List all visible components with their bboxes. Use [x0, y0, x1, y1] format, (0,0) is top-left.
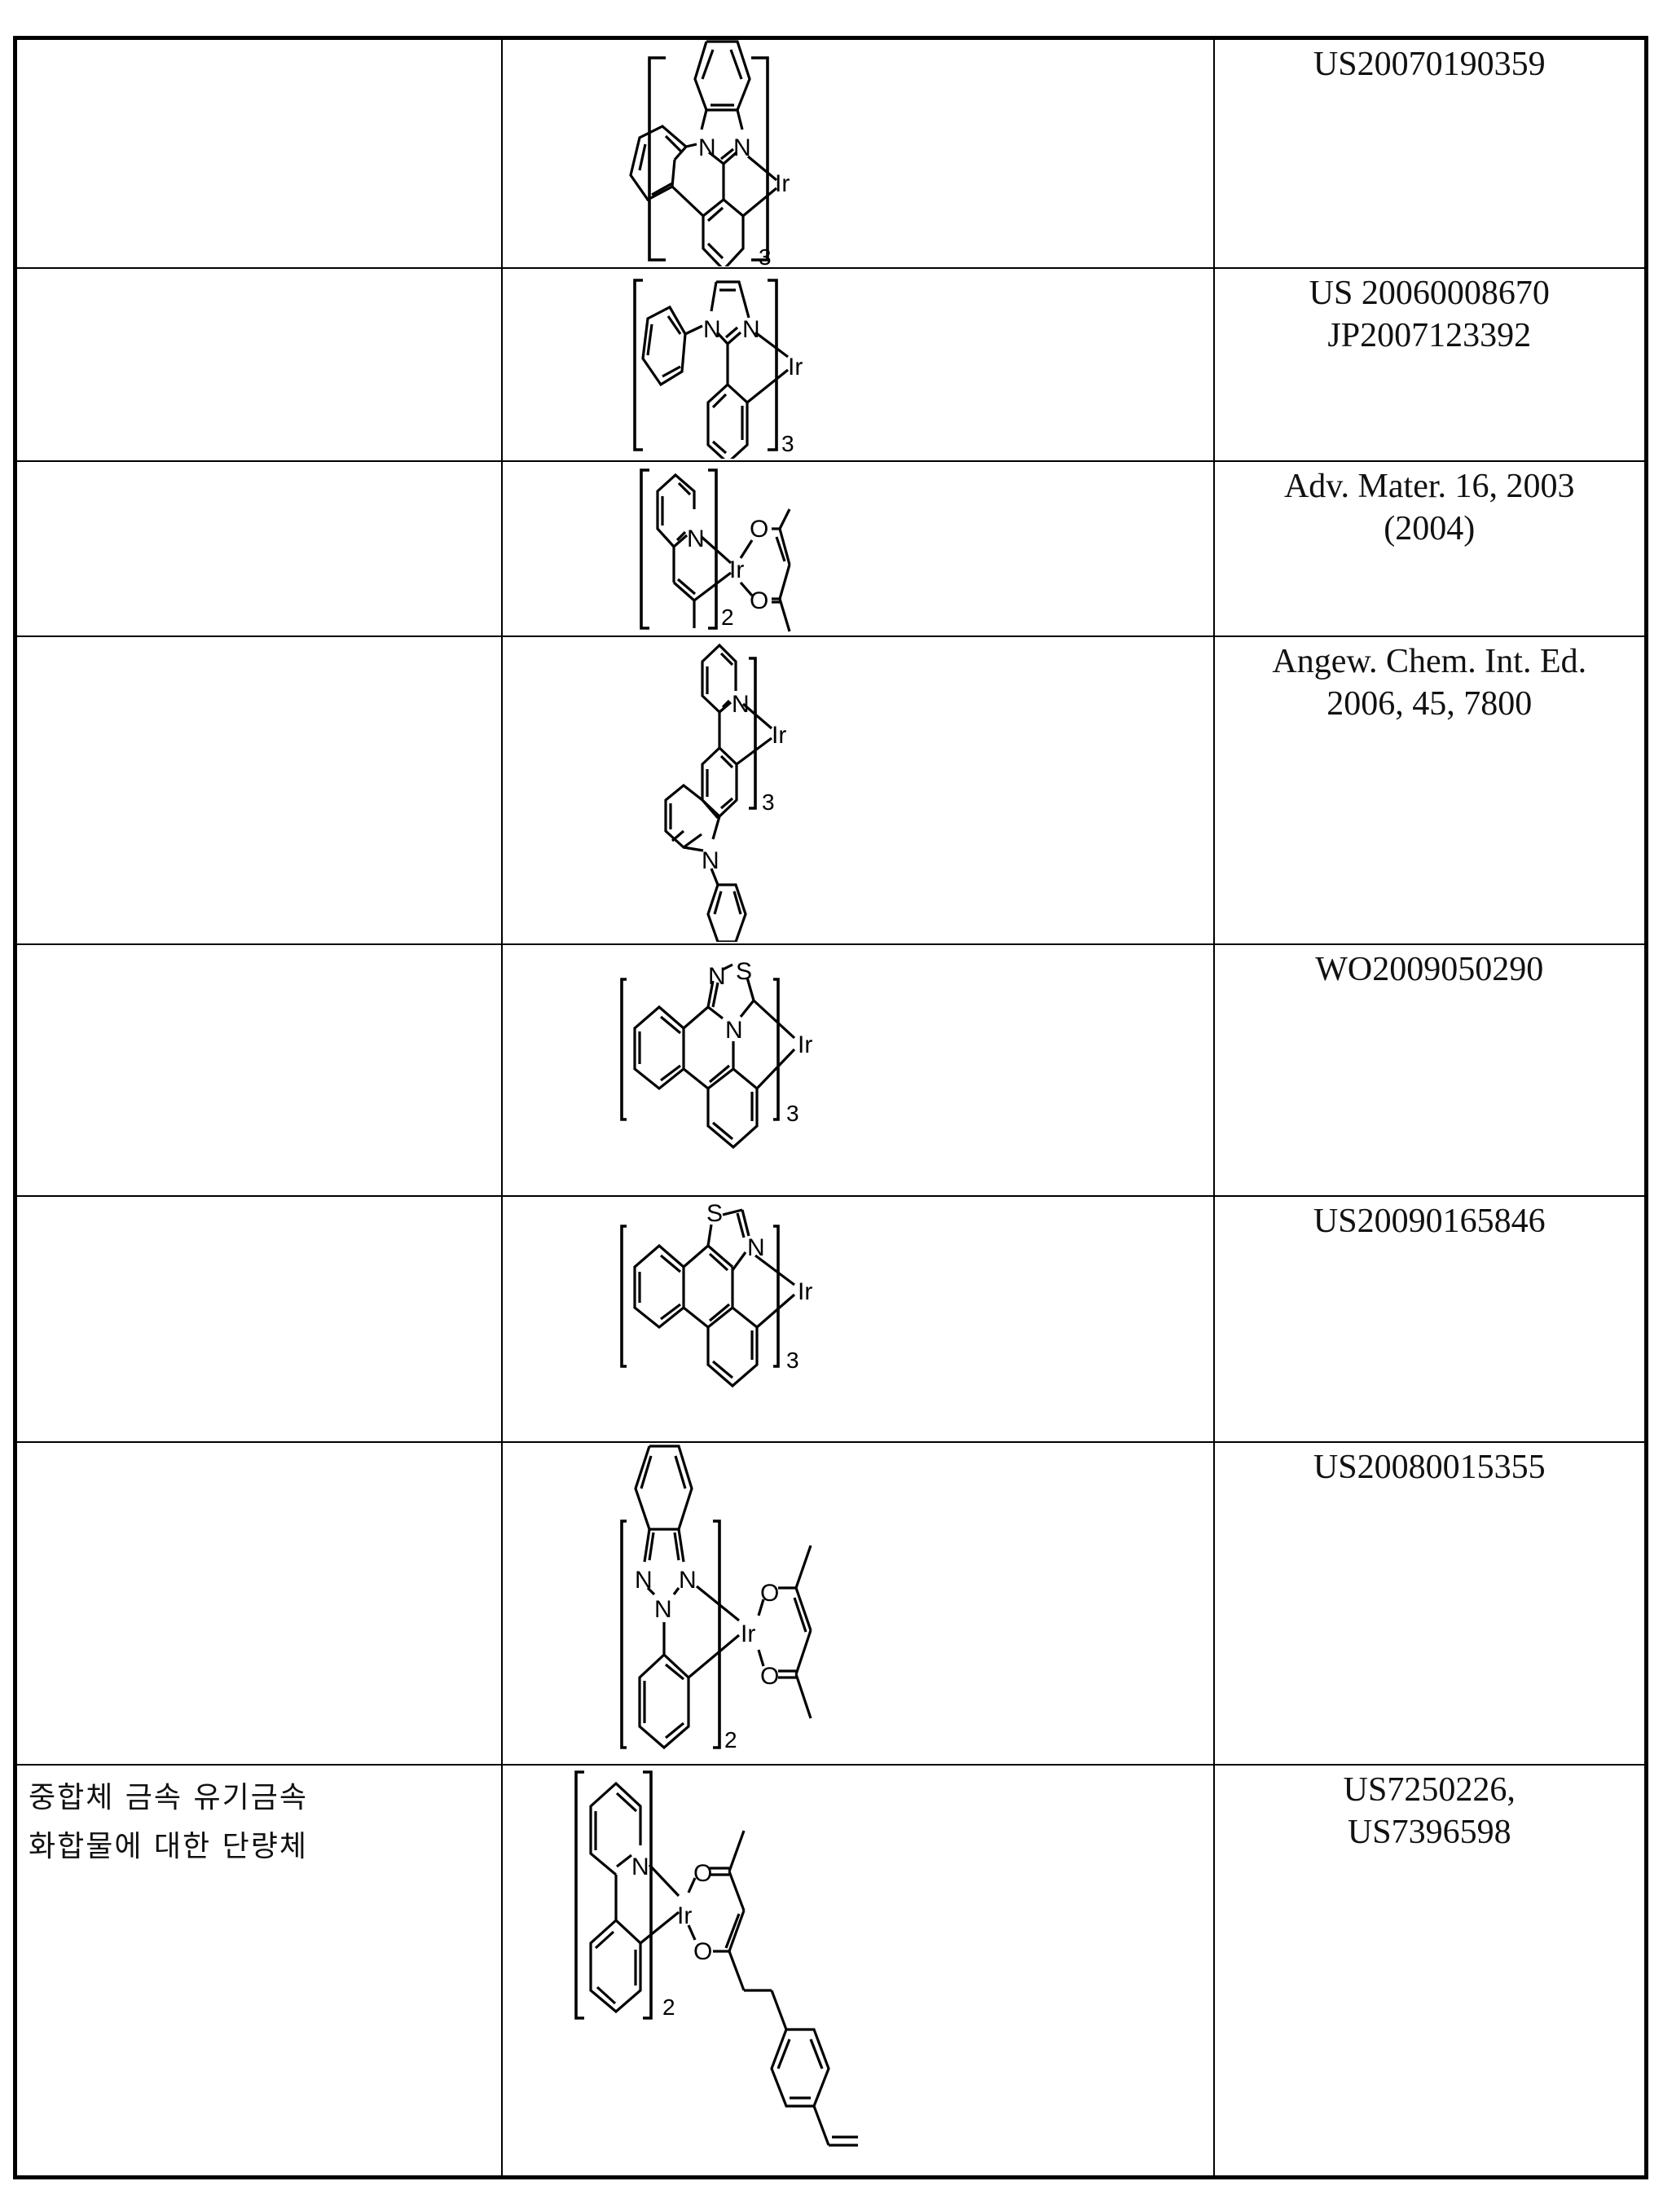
reference-text: US 20060008670: [1309, 274, 1550, 312]
category-cell: 중합체 금속 유기금속 화합물에 대한 단량체: [14, 1763, 503, 2179]
structure-cell: N N Ir 3: [500, 635, 1215, 945]
category-cell: [14, 1440, 503, 1766]
oxygen-label: O: [760, 1663, 779, 1690]
iridium-label: Ir: [788, 354, 803, 380]
reference-text: US20090165846: [1313, 1202, 1546, 1240]
nitrogen-label: N: [732, 691, 750, 718]
nitrogen-label: N: [702, 847, 719, 874]
category-text: 중합체 금속 유기금속: [29, 1780, 308, 1814]
reference-cell: Angew. Chem. Int. Ed. 2006, 45, 7800: [1212, 635, 1648, 945]
subscript-label: 2: [662, 1994, 675, 2020]
structure-cell: N Ir O O 2: [500, 460, 1215, 637]
reference-text: US20080015355: [1313, 1448, 1546, 1486]
chemical-structure-5: N S N Ir 3: [619, 958, 812, 1149]
chemical-structure-1: N N Ir 3: [628, 40, 790, 266]
reference-text: WO2009050290: [1315, 950, 1544, 988]
table-row: N N Ir 3 US 20060008670 JP2007123392: [14, 266, 1648, 462]
structure-cell: N N N Ir O O 2: [500, 1440, 1215, 1766]
structure-cell: N N Ir 3: [500, 266, 1215, 462]
iridium-label: Ir: [741, 1621, 755, 1647]
reference-cell: Adv. Mater. 16, 2003 (2004): [1212, 460, 1648, 637]
table-row: N N N Ir O O 2 US20080015355: [14, 1440, 1648, 1766]
nitrogen-label: N: [679, 1567, 697, 1594]
chemical-structure-8: N Ir O O 2: [574, 1770, 858, 2147]
chemical-structure-3: N Ir O O 2: [639, 468, 791, 631]
structure-cell: N S N Ir 3: [500, 943, 1215, 1197]
reference-text: US7250226,: [1343, 1770, 1516, 1809]
iridium-label: Ir: [772, 722, 786, 749]
chemical-structure-6: S N Ir 3: [619, 1200, 812, 1387]
reference-cell: US 20060008670 JP2007123392: [1212, 266, 1648, 462]
chemical-structure-4: N N Ir 3: [663, 643, 786, 942]
category-text: 화합물에 대한 단량체: [29, 1829, 308, 1863]
iridium-label: Ir: [798, 1278, 812, 1305]
table-row: N Ir O O 2 Adv. Mater. 16, 2003 (2004): [14, 460, 1648, 637]
oxygen-label: O: [750, 516, 768, 543]
iridium-label: Ir: [677, 1902, 692, 1929]
sulfur-label: S: [736, 958, 752, 985]
structure-cell: N Ir O O 2: [500, 1763, 1215, 2179]
category-cell: [14, 266, 503, 462]
reference-cell: US20080015355: [1212, 1440, 1648, 1766]
subscript-label: 3: [786, 1101, 799, 1126]
reference-cell: US20090165846: [1212, 1194, 1648, 1443]
reference-cell: US20070190359: [1212, 37, 1648, 269]
oxygen-label: O: [693, 1860, 712, 1887]
nitrogen-label: N: [742, 316, 760, 343]
category-cell: [14, 460, 503, 637]
reference-text: JP2007123392: [1327, 316, 1532, 354]
category-cell: [14, 635, 503, 945]
subscript-label: 3: [762, 789, 775, 815]
chemical-structure-7: N N N Ir O O 2: [619, 1444, 812, 1752]
reference-text: Adv. Mater. 16, 2003: [1283, 467, 1575, 505]
nitrogen-label: N: [654, 1596, 672, 1623]
table-row: 중합체 금속 유기금속 화합물에 대한 단량체: [14, 1763, 1648, 2179]
nitrogen-label: N: [631, 1854, 649, 1880]
oxygen-label: O: [693, 1938, 712, 1965]
oxygen-label: O: [760, 1580, 779, 1607]
table-row: N S N Ir 3 WO2009050290: [14, 943, 1648, 1197]
nitrogen-label: N: [703, 316, 721, 343]
subscript-label: 2: [721, 605, 734, 630]
oxygen-label: O: [750, 587, 768, 614]
structure-cell: S N Ir 3: [500, 1194, 1215, 1443]
nitrogen-label: N: [687, 526, 705, 552]
nitrogen-label: N: [708, 963, 726, 990]
table-row: N N Ir 3 US20070190359: [14, 37, 1648, 269]
reference-text: 2006, 45, 7800: [1326, 684, 1533, 723]
reference-text: (2004): [1384, 509, 1476, 548]
category-cell: [14, 943, 503, 1197]
reference-text: US7396598: [1347, 1813, 1511, 1851]
nitrogen-label: N: [698, 134, 716, 161]
subscript-label: 2: [724, 1727, 737, 1752]
nitrogen-label: N: [747, 1234, 765, 1261]
chemical-structure-2: N N Ir 3: [632, 278, 803, 459]
reference-text: US20070190359: [1313, 46, 1546, 83]
iridium-label: Ir: [729, 556, 744, 583]
nitrogen-label: N: [725, 1017, 743, 1044]
reference-cell: US7250226, US7396598: [1212, 1763, 1648, 2179]
structure-cell: N N Ir 3: [500, 37, 1215, 269]
category-cell: [14, 37, 503, 269]
sulfur-label: S: [706, 1200, 723, 1227]
table-row: S N Ir 3 US20090165846: [14, 1194, 1648, 1443]
subscript-label: 3: [781, 431, 794, 456]
subscript-label: 3: [759, 244, 772, 266]
iridium-label: Ir: [798, 1031, 812, 1058]
category-cell: [14, 1194, 503, 1443]
nitrogen-label: N: [733, 134, 751, 161]
iridium-label: Ir: [775, 170, 790, 197]
reference-text: Angew. Chem. Int. Ed.: [1272, 642, 1587, 680]
reference-table: N N Ir 3 US20070190359: [13, 36, 1648, 2179]
nitrogen-label: N: [635, 1567, 653, 1594]
table-row: N N Ir 3 Angew. Chem. Int. Ed. 2006, 45,…: [14, 635, 1648, 945]
subscript-label: 3: [786, 1348, 799, 1373]
reference-cell: WO2009050290: [1212, 943, 1648, 1197]
